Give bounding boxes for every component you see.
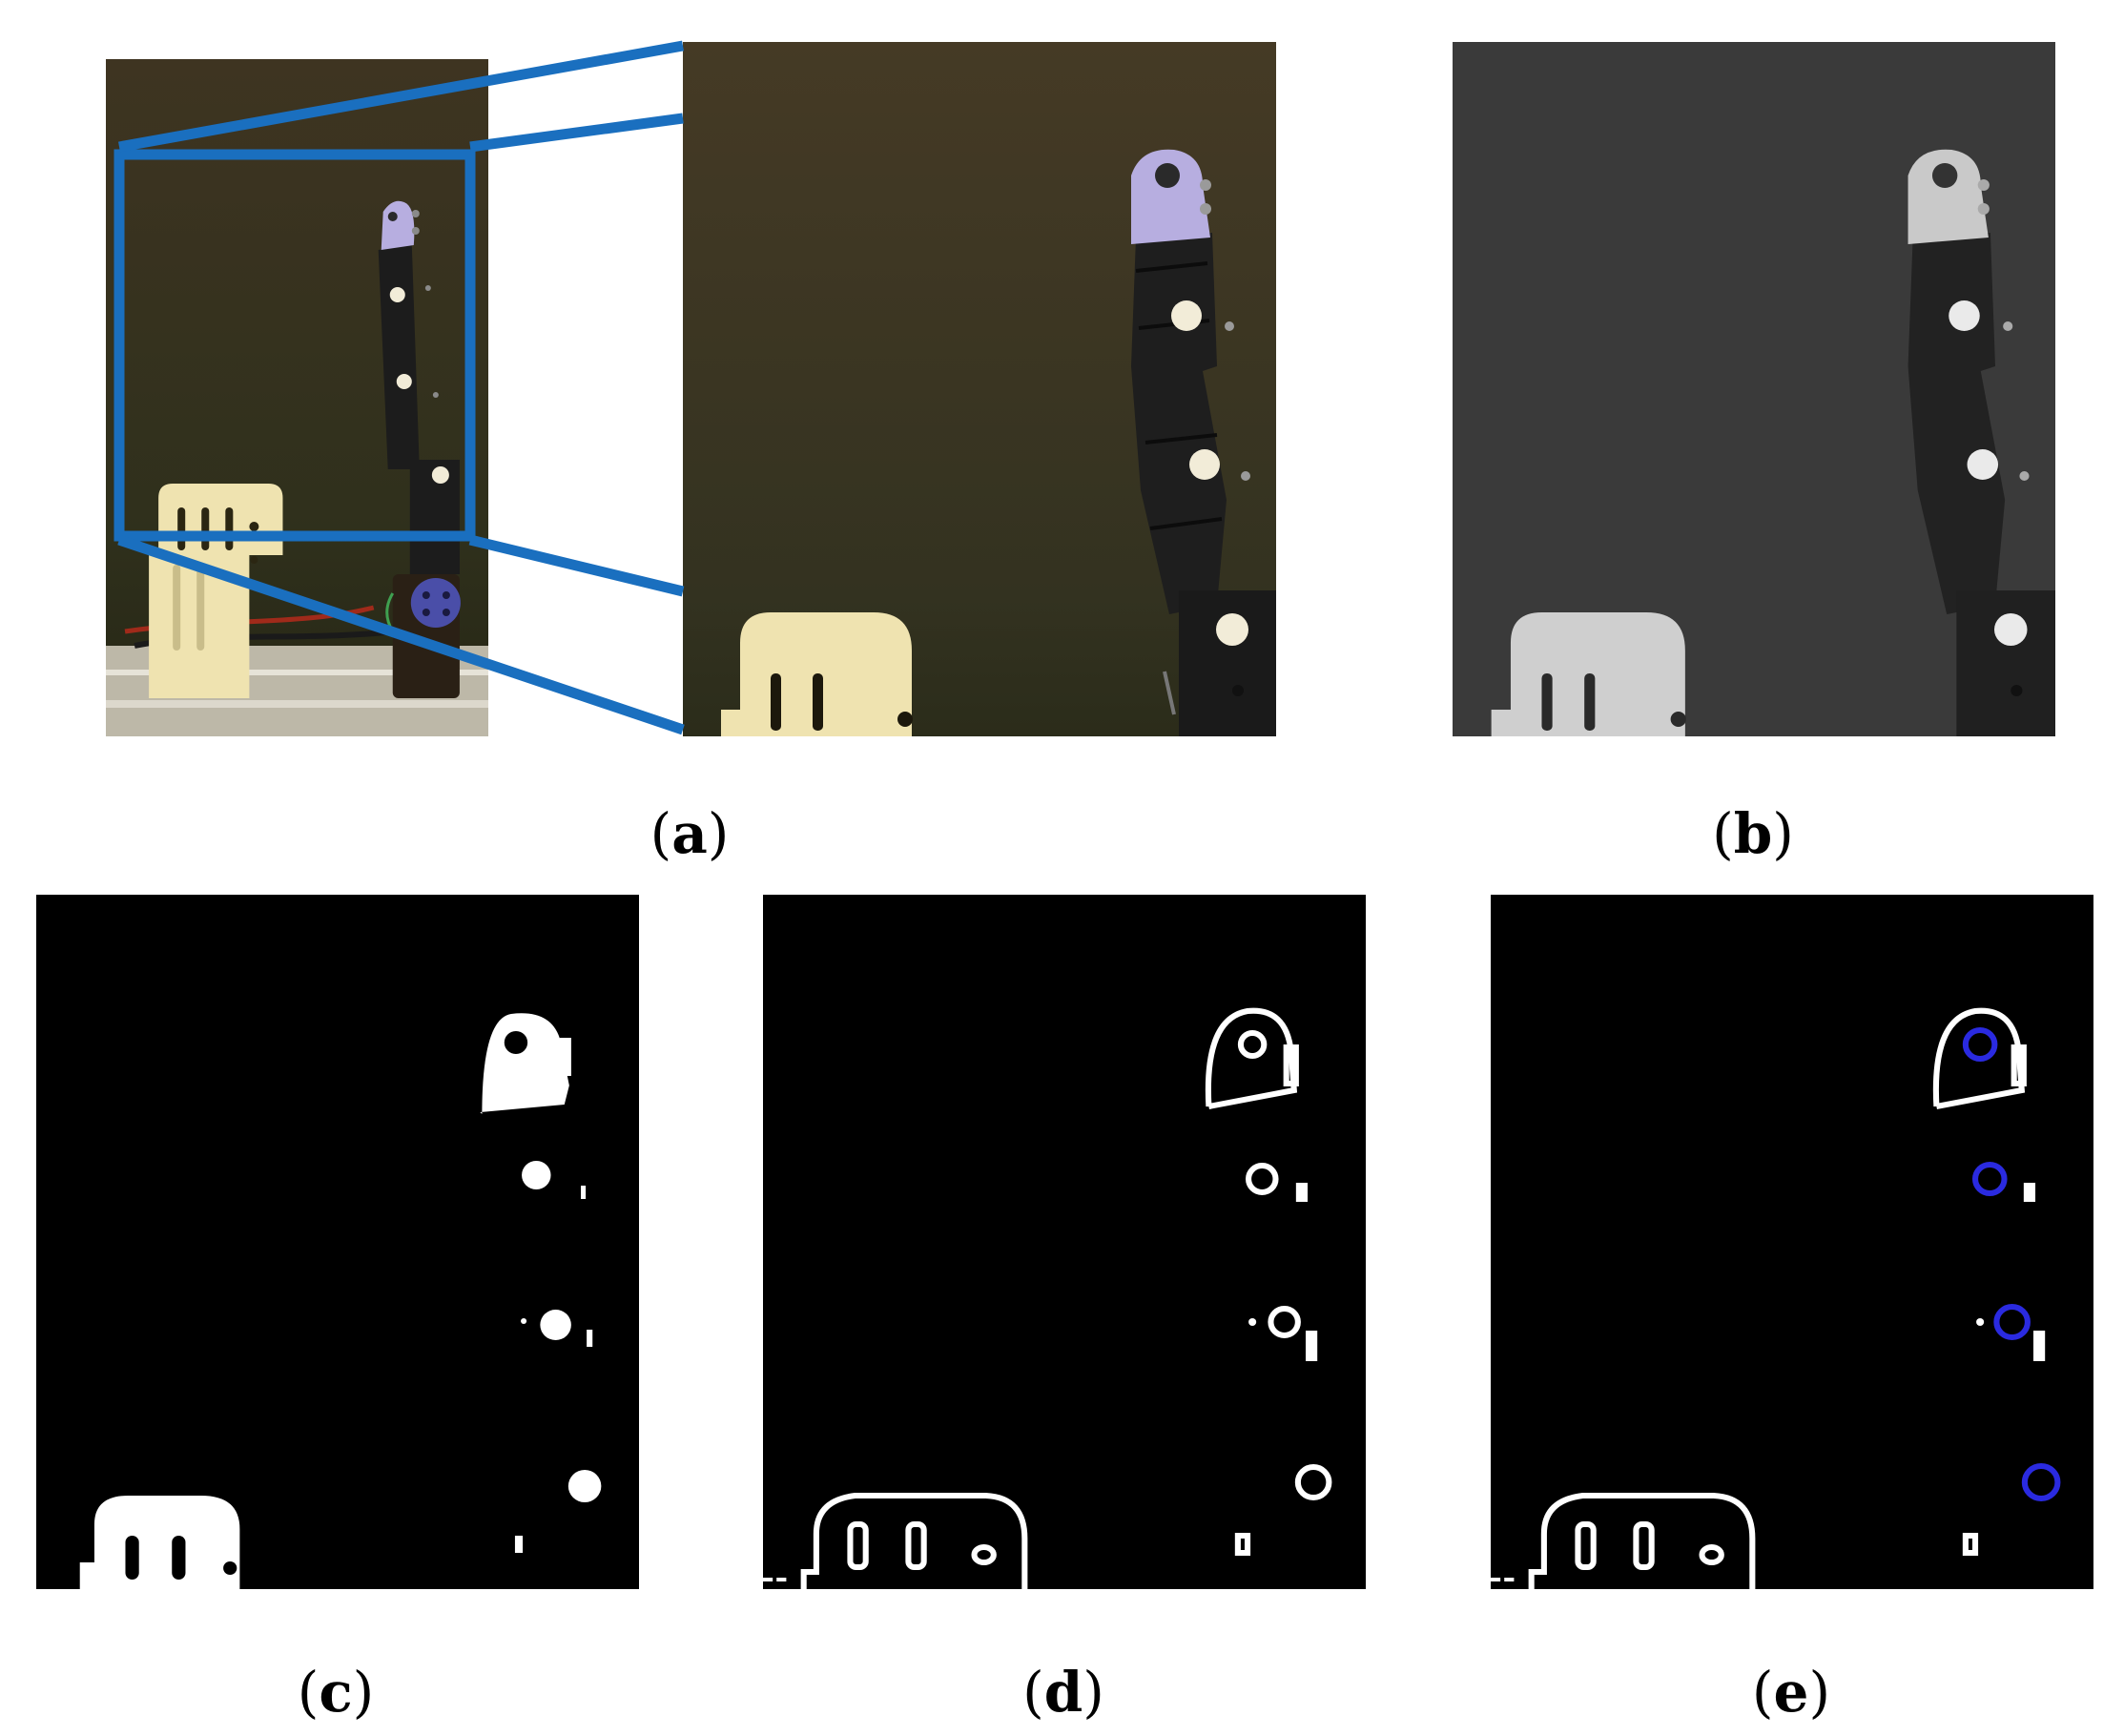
panel-a-overview-photo — [106, 59, 488, 736]
caption-d: (d) — [1022, 1660, 1104, 1725]
marker-dot-icon — [1171, 300, 1202, 331]
caption-a: (a) — [650, 801, 730, 866]
caption-c: (c) — [297, 1660, 375, 1725]
panel-d-edge-contours — [763, 895, 1366, 1589]
robotic-finger-icon — [1131, 149, 1276, 736]
panel-e-detected-circles — [1491, 895, 2093, 1589]
caption-e: (e) — [1751, 1660, 1831, 1725]
marker-dot-icon — [1189, 449, 1220, 480]
panel-b-grayscale — [1453, 42, 2055, 736]
caption-b: (b) — [1712, 801, 1794, 866]
marker-dot-icon — [1216, 613, 1248, 646]
panel-a-zoom-crop — [683, 42, 1276, 736]
detection-circles — [1962, 1027, 2061, 1501]
panel-c-binary-threshold — [36, 895, 639, 1589]
